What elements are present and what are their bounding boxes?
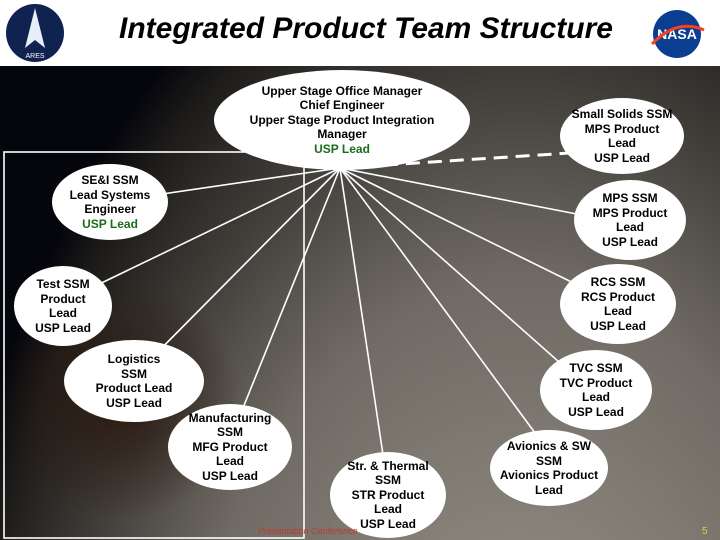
- node-sei-line: Engineer: [84, 202, 135, 217]
- node-small-solids-line: MPS Product: [585, 122, 660, 137]
- node-logistics-line: SSM: [121, 367, 147, 382]
- node-rcs-line: Lead: [604, 304, 632, 319]
- node-small-solids-line: Small Solids SSM: [572, 107, 673, 122]
- node-str-line: Str. & Thermal: [347, 459, 428, 474]
- node-sei-line: USP Lead: [82, 217, 138, 232]
- node-str-line: USP Lead: [360, 517, 416, 532]
- node-small-solids-line: USP Lead: [594, 151, 650, 166]
- link-rcs: [340, 168, 608, 300]
- link-str: [340, 168, 388, 488]
- node-logistics: Logistics SSM Product Lead USP Lead: [64, 340, 204, 422]
- node-sei: SE&I SSM Lead Systems Engineer USP Lead: [52, 164, 168, 240]
- node-avionics-line: Lead: [535, 483, 563, 498]
- node-str-line: STR Product: [352, 488, 425, 503]
- node-sei-line: SE&I SSM: [81, 173, 138, 188]
- node-small-solids-line: Lead: [608, 136, 636, 151]
- node-manufacturing-line: Manufacturing: [189, 411, 272, 426]
- node-mps-line: Lead: [616, 220, 644, 235]
- node-center-line: Chief Engineer: [300, 98, 385, 113]
- node-small-solids: Small Solids SSM MPS Product Lead USP Le…: [560, 98, 684, 174]
- node-avionics-line: Avionics & SW: [507, 439, 591, 454]
- node-mps-line: MPS Product: [593, 206, 668, 221]
- node-tvc: TVC SSM TVC Product Lead USP Lead: [540, 350, 652, 430]
- node-avionics-line: Avionics Product: [500, 468, 598, 483]
- node-rcs: RCS SSM RCS Product Lead USP Lead: [560, 264, 676, 344]
- node-center-line: Upper Stage Product Integration: [250, 113, 435, 128]
- link-avionics: [340, 168, 552, 456]
- node-mps: MPS SSM MPS Product Lead USP Lead: [574, 180, 686, 260]
- node-tvc-line: USP Lead: [568, 405, 624, 420]
- node-test-line: Product: [40, 292, 85, 307]
- node-center-line: USP Lead: [314, 142, 370, 157]
- node-mps-line: MPS SSM: [602, 191, 657, 206]
- node-center-line: Manager: [317, 127, 366, 142]
- node-manufacturing-line: USP Lead: [202, 469, 258, 484]
- node-rcs-line: RCS Product: [581, 290, 655, 305]
- node-str-line: Lead: [374, 502, 402, 517]
- node-avionics: Avionics & SW SSM Avionics Product Lead: [490, 430, 608, 506]
- node-logistics-line: USP Lead: [106, 396, 162, 411]
- node-test: Test SSM Product Lead USP Lead: [14, 266, 112, 346]
- node-center: Upper Stage Office Manager Chief Enginee…: [214, 70, 470, 170]
- node-test-line: USP Lead: [35, 321, 91, 336]
- node-manufacturing: Manufacturing SSM MFG Product Lead USP L…: [168, 404, 292, 490]
- node-center-line: Upper Stage Office Manager: [262, 84, 423, 99]
- node-str-line: SSM: [375, 473, 401, 488]
- link-manufacturing: [230, 168, 340, 440]
- node-tvc-line: TVC SSM: [569, 361, 622, 376]
- node-tvc-line: Lead: [582, 390, 610, 405]
- node-test-line: Test SSM: [36, 277, 89, 292]
- node-manufacturing-line: MFG Product: [192, 440, 267, 455]
- link-tvc: [340, 168, 585, 385]
- node-logistics-line: Product Lead: [96, 381, 173, 396]
- node-sei-line: Lead Systems: [70, 188, 151, 203]
- footer-text: Presentation Conference: [258, 526, 358, 536]
- node-rcs-line: USP Lead: [590, 319, 646, 334]
- page-number: 5: [702, 526, 708, 537]
- node-logistics-line: Logistics: [108, 352, 161, 367]
- node-mps-line: USP Lead: [602, 235, 658, 250]
- node-manufacturing-line: SSM: [217, 425, 243, 440]
- node-manufacturing-line: Lead: [216, 454, 244, 469]
- node-tvc-line: TVC Product: [560, 376, 633, 391]
- node-test-line: Lead: [49, 306, 77, 321]
- node-rcs-line: RCS SSM: [591, 275, 646, 290]
- node-avionics-line: SSM: [536, 454, 562, 469]
